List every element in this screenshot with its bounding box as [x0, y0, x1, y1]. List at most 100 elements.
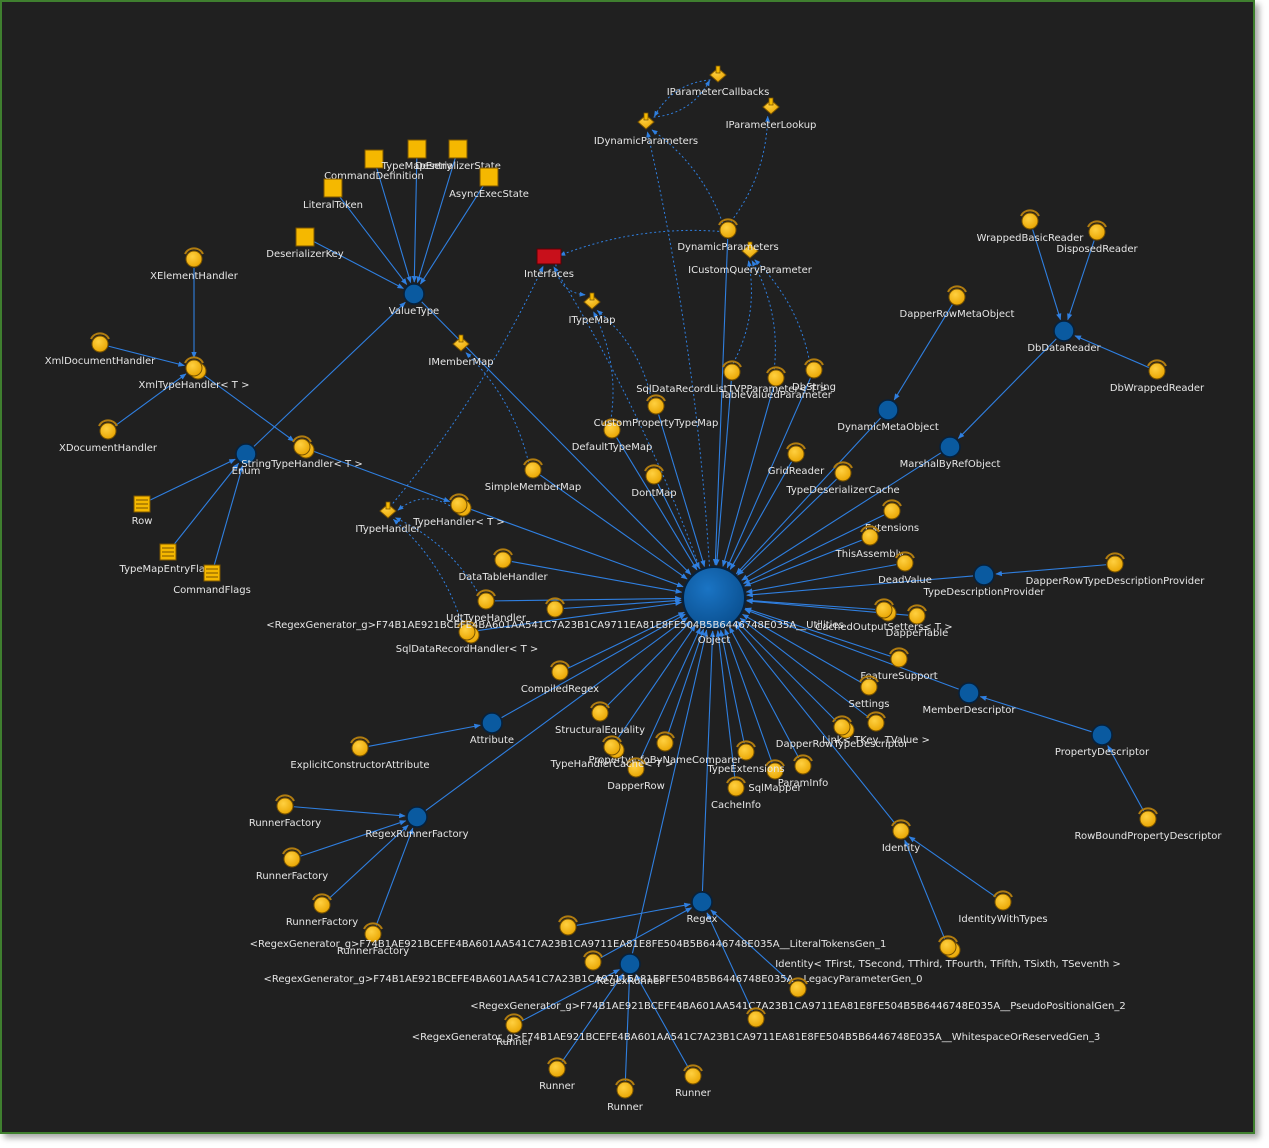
node-regexrunner[interactable]: RegexRunner [597, 953, 665, 987]
node-regexrunnerfactory[interactable]: RegexRunnerFactory [365, 806, 469, 840]
node-defaulttypemap[interactable]: DefaultTypeMap [572, 418, 653, 453]
node-cachedoutputsetters[interactable]: CachedOutputSetters< T > [815, 598, 953, 633]
edge-runnerfactory1-regexrunnerfactory [293, 806, 406, 819]
node-commanddefinition[interactable]: CommandDefinition [324, 149, 424, 182]
node-enum[interactable]: Enum [232, 443, 261, 477]
node-marshalbyrefobject[interactable]: MarshalByRefObject [900, 436, 1001, 470]
node-thisassembly[interactable]: ThisAssembly [835, 525, 905, 560]
node-literaltokensgen[interactable]: <RegexGenerator_g>F74B1AE921BCEFE4BA601A… [250, 915, 887, 950]
node-dontmap[interactable]: DontMap [631, 464, 677, 499]
node-xelementhandler[interactable]: XElementHandler [150, 247, 239, 282]
node-propertydescriptor[interactable]: PropertyDescriptor [1055, 724, 1150, 758]
node-typeextensions[interactable]: TypeExtensions [706, 740, 785, 775]
node-row[interactable]: Row [132, 495, 153, 527]
node-simplemembermap[interactable]: SimpleMemberMap [485, 458, 581, 493]
node-dbdatareader[interactable]: DbDataReader [1027, 320, 1102, 354]
node-runner1[interactable]: Runner [496, 1013, 533, 1048]
edge-whitespacegen-regex [706, 912, 753, 1012]
node-whitespacegen[interactable]: <RegexGenerator_g>F74B1AE921BCEFE4BA601A… [412, 1007, 1101, 1043]
node-deadvalue[interactable]: DeadValue [878, 551, 932, 586]
node-interfaces[interactable]: Interfaces [524, 248, 574, 280]
node-runner4[interactable]: Runner [675, 1064, 712, 1099]
node-dappertable[interactable]: DapperTable [886, 604, 949, 639]
node-dbwrappedreader[interactable]: DbWrappedReader [1110, 359, 1205, 394]
node-stringtypehandler[interactable]: StringTypeHandler< T > [241, 435, 363, 470]
node-valuetype[interactable]: ValueType [389, 283, 439, 317]
node-custompropertytypemap[interactable]: CustomPropertyTypeMap [594, 394, 719, 429]
node-iparameterlookup[interactable]: IParameterLookup [726, 97, 817, 131]
node-dapperrowtypedescriptor[interactable]: DapperRowTypeDescriptor [776, 715, 909, 750]
node-settings[interactable]: Settings [848, 675, 890, 710]
node-rowboundpropertydescriptor[interactable]: RowBoundPropertyDescriptor [1074, 807, 1222, 842]
node-tablevaluedparameter[interactable]: TableValuedParameter [719, 366, 833, 401]
node-utilities[interactable]: <RegexGenerator_g>F74B1AE921BCEFE4BA601A… [266, 597, 844, 631]
node-compiledregex[interactable]: CompiledRegex [521, 660, 599, 695]
node-disposedreader[interactable]: DisposedReader [1056, 220, 1139, 255]
node-xmldocumenthandler[interactable]: XmlDocumentHandler [45, 332, 156, 367]
node-extensions[interactable]: Extensions [865, 499, 919, 534]
node-datatablehandler[interactable]: DataTableHandler [458, 548, 548, 583]
node-gridreader[interactable]: GridReader [768, 442, 825, 477]
ring-circle-icon [644, 464, 664, 485]
node-regex[interactable]: Regex [687, 891, 718, 925]
edge-runner1-regexrunner [521, 969, 620, 1022]
node-object[interactable]: Object [682, 566, 746, 646]
node-literaltoken[interactable]: LiteralToken [303, 178, 363, 211]
node-dbstring[interactable]: DbString [792, 358, 836, 393]
node-identity[interactable]: Identity [882, 819, 920, 854]
node-deserializerkey[interactable]: DeserializerKey [266, 227, 344, 260]
node-legacyparametergen[interactable]: <RegexGenerator_g>F74B1AE921BCEFE4BA601A… [263, 950, 923, 985]
node-structuralequality[interactable]: StructuralEquality [555, 701, 645, 736]
node-dapperrowtypedescriptionprovider[interactable]: DapperRowTypeDescriptionProvider [1026, 552, 1206, 587]
node-pseudopositionalgen[interactable]: <RegexGenerator_g>F74B1AE921BCEFE4BA601A… [470, 977, 1126, 1012]
node-typehandler[interactable]: TypeHandler< T > [412, 493, 505, 528]
node-typemapentry[interactable]: TypeMapEntry [381, 139, 453, 172]
node-itypemap[interactable]: ITypeMap [568, 292, 616, 326]
node-wrappedbasicreader[interactable]: WrappedBasicReader [977, 209, 1085, 244]
node-paraminfo[interactable]: ParamInfo [778, 754, 829, 789]
node-runner3[interactable]: Runner [607, 1078, 644, 1113]
node-iparametercallbacks[interactable]: IParameterCallbacks [667, 65, 770, 98]
node-identitygeneric[interactable]: Identity< TFirst, TSecond, TThird, TFour… [775, 935, 1121, 970]
node-asyncexecstate[interactable]: AsyncExecState [449, 167, 529, 200]
node-dynamicparameters[interactable]: DynamicParameters [677, 218, 779, 253]
node-link[interactable]: Link< TKey, TValue > [822, 711, 930, 746]
node-udttypehandler[interactable]: UdtTypeHandler [446, 589, 527, 624]
node-dynamicmetaobject[interactable]: DynamicMetaObject [837, 399, 939, 433]
node-propertyinfobynamecomparer[interactable]: PropertyInfoByNameComparer [589, 731, 743, 766]
node-dapperrow[interactable]: DapperRow [607, 757, 665, 792]
ring-circle-icon [891, 819, 911, 840]
node-label: <RegexGenerator_g>F74B1AE921BCEFE4BA601A… [266, 620, 844, 631]
node-typemapentryflags[interactable]: TypeMapEntryFlags [119, 543, 217, 575]
node-cacheinfo[interactable]: CacheInfo [711, 776, 761, 811]
node-imembermap[interactable]: IMemberMap [428, 334, 494, 368]
node-sqldatarecordhandler[interactable]: SqlDataRecordHandler< T > [396, 620, 539, 655]
node-xmltypehandler[interactable]: XmlTypeHandler< T > [139, 356, 250, 391]
node-typedeserializercache[interactable]: TypeDeserializerCache [785, 461, 900, 496]
node-deserializerstate[interactable]: DeserializerState [415, 139, 501, 172]
node-typedescriptionprovider[interactable]: TypeDescriptionProvider [922, 564, 1045, 598]
node-explicitconstructorattribute[interactable]: ExplicitConstructorAttribute [290, 736, 430, 771]
node-runner2[interactable]: Runner [539, 1057, 576, 1092]
node-xdocumenthandler[interactable]: XDocumentHandler [59, 419, 158, 454]
node-runnerfactory4[interactable]: RunnerFactory [337, 922, 409, 957]
node-label: SqlMapper [748, 783, 802, 794]
node-runnerfactory3[interactable]: RunnerFactory [286, 893, 358, 928]
edge-row-enum [148, 458, 236, 502]
node-label: DynamicMetaObject [837, 422, 939, 433]
node-itypehandler[interactable]: ITypeHandler [355, 501, 422, 535]
node-sqlmapper[interactable]: SqlMapper [748, 759, 802, 794]
node-runnerfactory2[interactable]: RunnerFactory [256, 847, 328, 882]
node-dapperrowmetaobject[interactable]: DapperRowMetaObject [900, 285, 1015, 320]
node-runnerfactory1[interactable]: RunnerFactory [249, 794, 321, 829]
node-identitywithtypes[interactable]: IdentityWithTypes [958, 890, 1048, 925]
node-icustomqueryparameter[interactable]: ICustomQueryParameter [688, 241, 813, 276]
node-sqldatarecordlisttvp[interactable]: SqlDataRecordListTVPParameter< T > [636, 360, 828, 395]
node-idynamicparameters[interactable]: IDynamicParameters [594, 112, 698, 147]
node-memberdescriptor[interactable]: MemberDescriptor [922, 682, 1016, 716]
node-featuresupport[interactable]: FeatureSupport [860, 647, 938, 682]
node-label: ExplicitConstructorAttribute [290, 760, 429, 771]
node-attribute[interactable]: Attribute [470, 712, 514, 746]
node-commandflags[interactable]: CommandFlags [173, 564, 251, 596]
node-typehandlercache[interactable]: TypeHandlerCache< T > [550, 735, 674, 770]
